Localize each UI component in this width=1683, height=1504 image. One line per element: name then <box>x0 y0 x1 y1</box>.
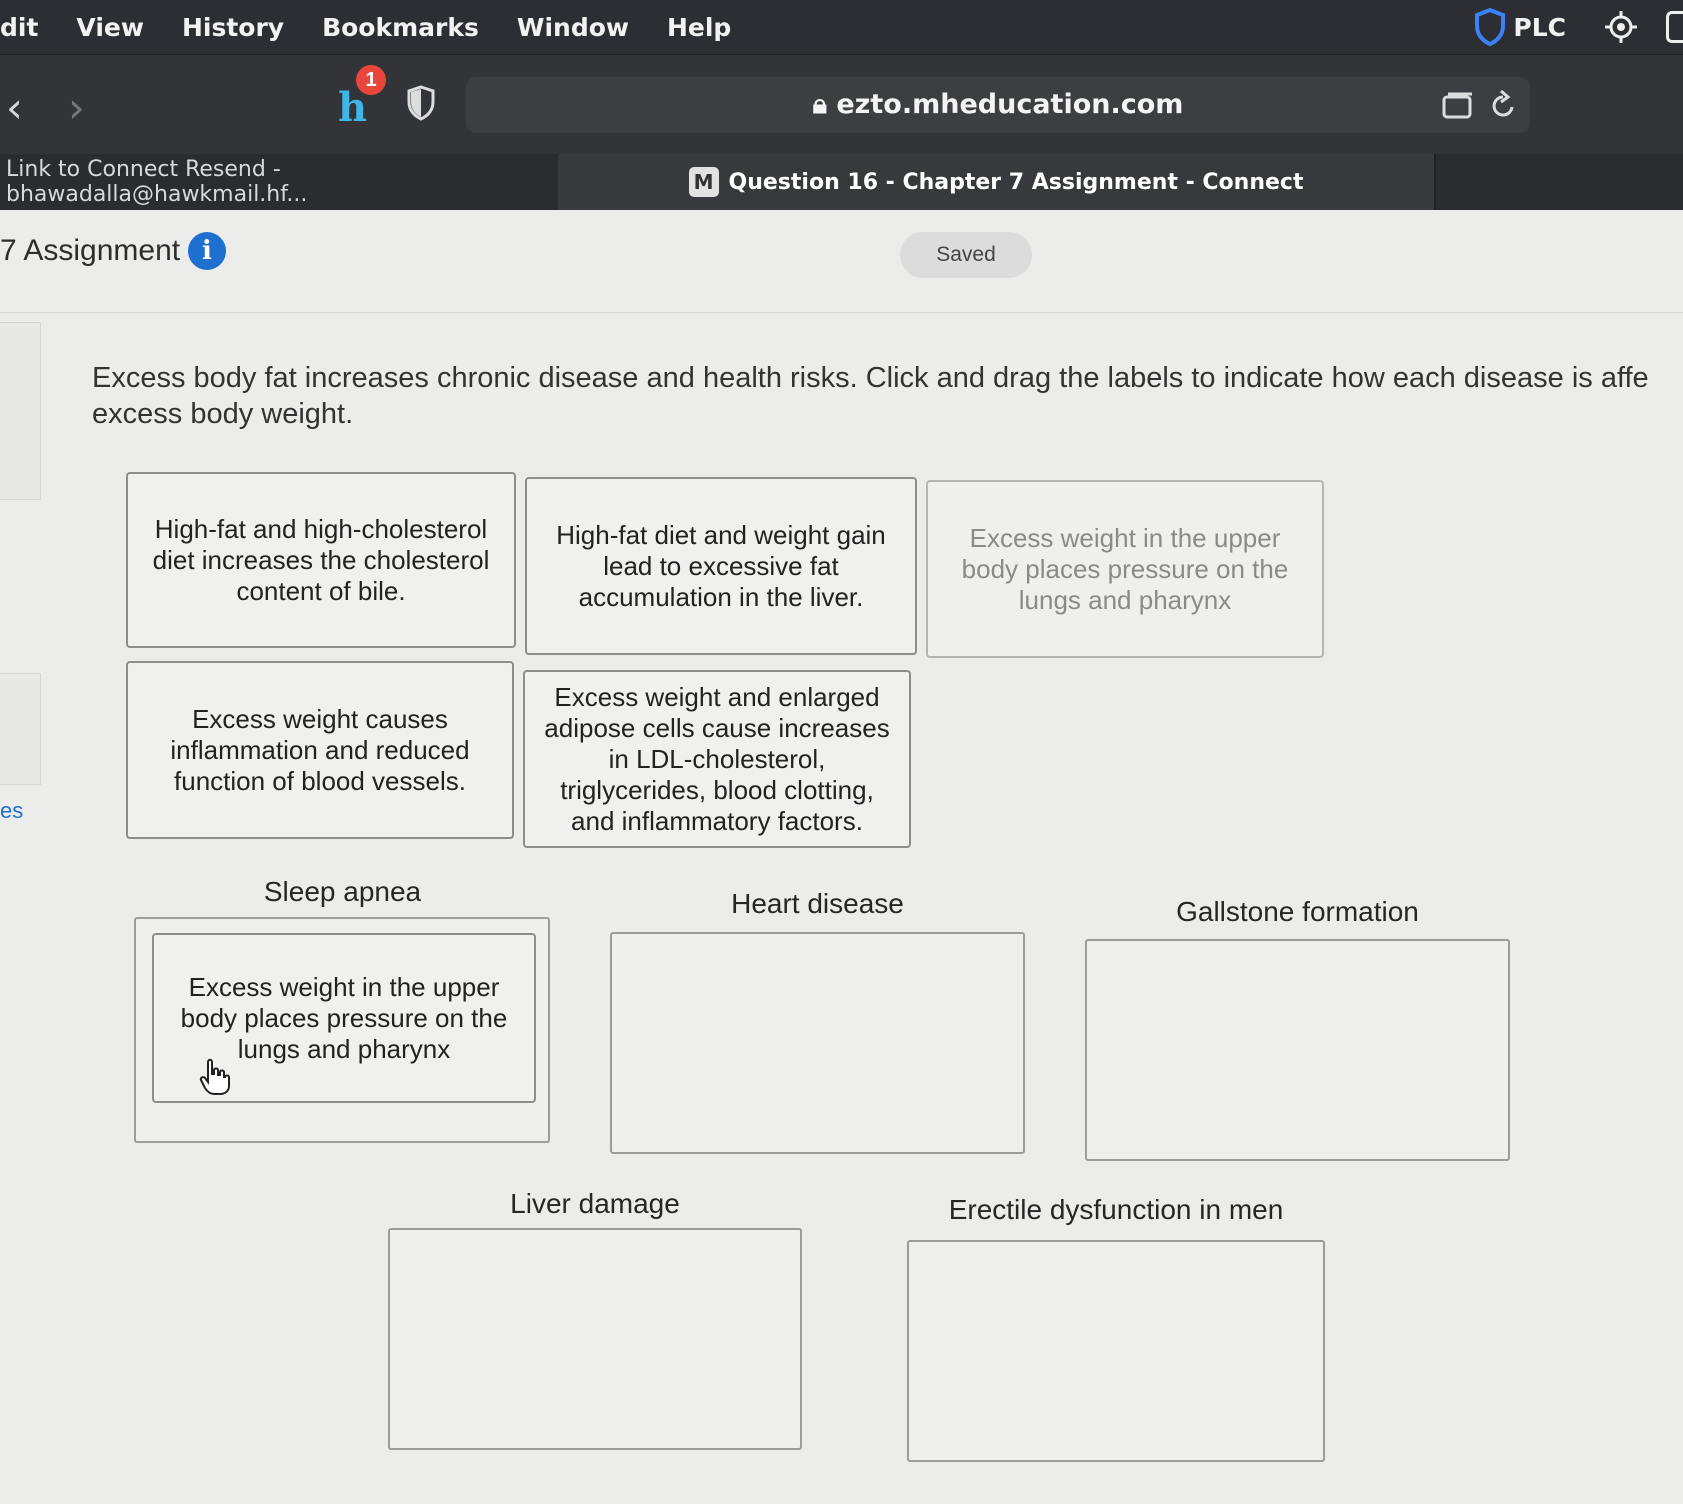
label-text: Excess weight and enlarged adipose cells… <box>544 681 890 836</box>
back-button[interactable]: ‹ <box>6 83 23 132</box>
drag-label-gallstone[interactable]: High-fat and high-cholesterol diet incre… <box>126 472 516 648</box>
plc-status[interactable]: PLC <box>1475 8 1566 46</box>
target-title-liver-damage: Liver damage <box>510 1188 680 1219</box>
drop-zone-heart-disease[interactable] <box>610 932 1025 1154</box>
menu-bookmarks[interactable]: Bookmarks <box>322 12 479 42</box>
shield-icon <box>1475 8 1506 46</box>
tab-bar: Link to Connect Resend - bhawadalla@hawk… <box>0 154 1683 210</box>
menu-history[interactable]: History <box>181 12 285 42</box>
lock-icon: 🔒︎ <box>812 89 827 120</box>
drop-zone-sleep-apnea[interactable]: Excess weight in the upper body places p… <box>134 917 550 1143</box>
drop-zone-erectile[interactable] <box>907 1240 1325 1462</box>
menu-help[interactable]: Help <box>666 12 732 42</box>
tab-label: Link to Connect Resend - bhawadalla@hawk… <box>6 157 308 207</box>
target-title-erectile: Erectile dysfunction in men <box>948 1194 1284 1225</box>
question-line-1: Excess body fat increases chronic diseas… <box>92 362 1649 394</box>
drop-zone-gallstone[interactable] <box>1085 939 1510 1161</box>
tab-connect-resend[interactable]: Link to Connect Resend - bhawadalla@hawk… <box>0 154 562 210</box>
drag-label-sleep-apnea-placeholder[interactable]: Excess weight in the upper body places p… <box>926 480 1324 658</box>
label-text: High-fat and high-cholesterol diet incre… <box>152 513 490 606</box>
drag-label-erectile[interactable]: Excess weight causes inflammation and re… <box>126 661 514 839</box>
mheducation-icon: M <box>688 167 719 197</box>
url-text: ezto.mheducation.com <box>836 89 1184 120</box>
label-text: High-fat diet and weight gain lead to ex… <box>556 519 886 612</box>
browser-toolbar: ‹ › h 1 🔒︎ ezto.mheducation.com <box>0 54 1683 155</box>
drop-zone-liver-damage[interactable] <box>388 1228 802 1450</box>
label-text: Excess weight in the upper body places p… <box>180 971 508 1064</box>
tabs-overview-icon[interactable] <box>1442 91 1474 119</box>
tab-label: Question 16 - Chapter 7 Assignment - Con… <box>728 169 1304 195</box>
battery-icon <box>1666 11 1683 43</box>
forward-button[interactable]: › <box>68 83 85 132</box>
question-line-2: excess body weight. <box>92 398 354 430</box>
address-bar[interactable]: 🔒︎ ezto.mheducation.com <box>466 77 1530 133</box>
target-title-heart-disease: Heart disease <box>731 888 904 919</box>
label-text: Excess weight causes inflammation and re… <box>170 703 470 796</box>
privacy-shield-icon[interactable] <box>406 85 436 121</box>
hand-cursor-icon <box>199 1058 230 1095</box>
menu-window[interactable]: Window <box>516 12 629 42</box>
extension-badge: 1 <box>356 65 386 95</box>
menu-edit[interactable]: dit <box>0 12 39 42</box>
drag-label-liver[interactable]: High-fat diet and weight gain lead to ex… <box>525 477 917 655</box>
menu-bar: dit View History Bookmarks Window Help P… <box>0 0 1683 54</box>
info-icon[interactable]: i <box>188 232 226 270</box>
target-title-gallstone: Gallstone formation <box>1176 896 1419 927</box>
saved-status: Saved <box>900 232 1032 278</box>
side-panel-top <box>0 322 41 500</box>
plc-label: PLC <box>1513 12 1566 42</box>
gear-icon[interactable] <box>1604 10 1638 44</box>
reload-icon[interactable] <box>1488 89 1518 121</box>
assignment-header: 7 Assignment i Saved <box>0 212 1683 313</box>
side-link[interactable]: es <box>0 798 24 823</box>
tab-question-16[interactable]: M Question 16 - Chapter 7 Assignment - C… <box>558 154 1434 210</box>
drag-label-heart[interactable]: Excess weight and enlarged adipose cells… <box>523 670 911 848</box>
menu-view[interactable]: View <box>76 12 144 42</box>
target-title-sleep-apnea: Sleep apnea <box>263 876 422 907</box>
tab-empty[interactable] <box>1436 154 1683 210</box>
question-prompt: Excess body fat increases chronic diseas… <box>92 360 1683 432</box>
assignment-title: 7 Assignment <box>0 234 181 267</box>
url-display: 🔒︎ ezto.mheducation.com <box>466 89 1530 121</box>
side-panel-bottom <box>0 673 41 785</box>
menubar-status-area: PLC <box>1475 0 1683 54</box>
label-text: Excess weight in the upper body places p… <box>961 522 1289 615</box>
